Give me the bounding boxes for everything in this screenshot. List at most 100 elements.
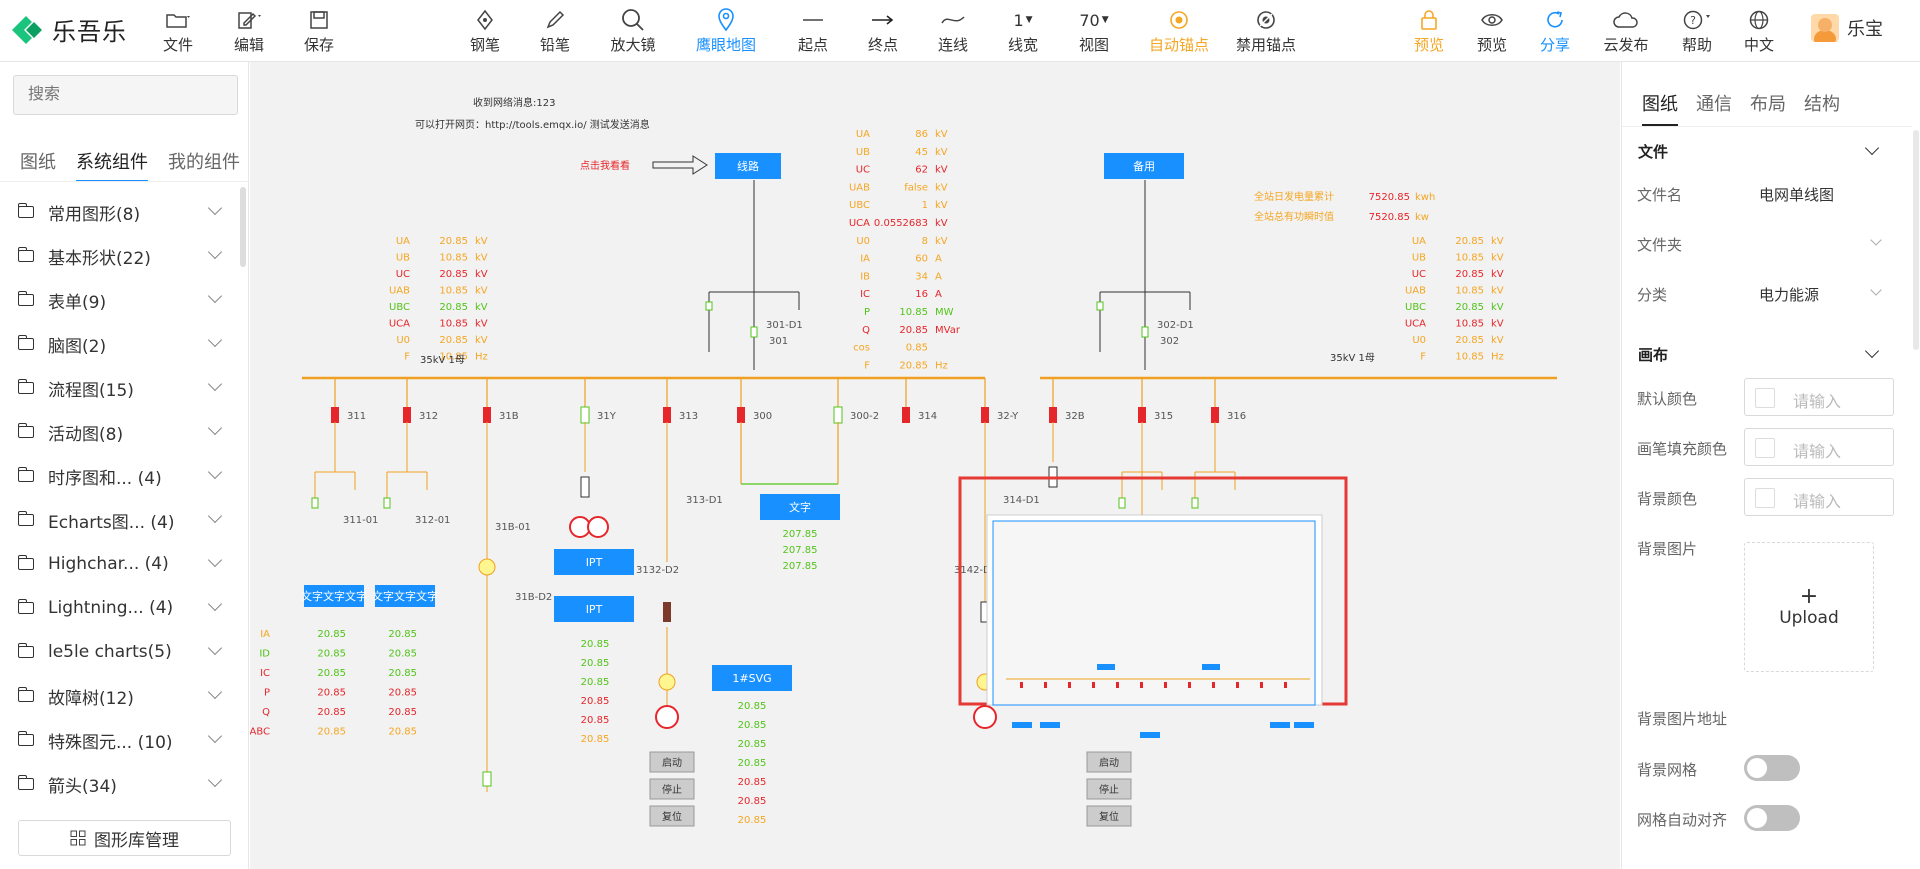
component-category[interactable]: 活动图(8) — [17, 420, 223, 445]
auto-anchor-toggle[interactable]: 自动锚点 — [1149, 8, 1209, 58]
grid-snap-switch[interactable] — [1744, 805, 1800, 831]
bg-image-upload[interactable]: + Upload — [1744, 542, 1874, 672]
view-select[interactable]: 70▼ 视图 — [1078, 10, 1109, 55]
preview-button[interactable]: 预览 — [1462, 8, 1522, 58]
category-dropdown-icon[interactable] — [1870, 284, 1882, 296]
control-button[interactable] — [1086, 751, 1132, 773]
component-category[interactable]: 基本形状(22) — [17, 244, 223, 269]
minimap-viewport[interactable] — [992, 520, 1316, 706]
connect-line-tool[interactable]: 连线 — [923, 8, 983, 58]
component-category[interactable]: Lightning... (4) — [17, 596, 223, 620]
control-label[interactable]: 启动 — [1099, 756, 1119, 769]
ipt-button-label[interactable]: IPT — [586, 556, 603, 569]
text-button-box[interactable] — [375, 585, 435, 607]
magnifier-tool[interactable]: 放大镜 — [603, 8, 663, 58]
control-button[interactable] — [1086, 778, 1132, 800]
ipt-button-box[interactable] — [554, 596, 634, 622]
folder-dropdown-icon[interactable] — [1870, 234, 1882, 246]
breaker[interactable] — [1211, 407, 1219, 423]
tab-layout[interactable]: 布局 — [1750, 94, 1786, 115]
chevron-down-icon[interactable] — [1864, 343, 1880, 359]
file-section-title[interactable]: 文件 — [1638, 143, 1669, 161]
bg-grid-switch[interactable] — [1744, 755, 1800, 781]
tab-drawings[interactable]: 图纸 — [20, 152, 56, 173]
search-input[interactable] — [13, 75, 238, 115]
color-swatch[interactable] — [1755, 438, 1775, 458]
component-category[interactable]: 故障树(12) — [17, 684, 223, 709]
breaker[interactable] — [331, 407, 339, 423]
control-label[interactable]: 启动 — [662, 756, 682, 769]
text-button-box[interactable] — [304, 585, 364, 607]
control-label[interactable]: 停止 — [662, 783, 682, 796]
file-menu[interactable]: 文件 — [148, 8, 208, 58]
category-value[interactable]: 电力能源 — [1759, 286, 1820, 304]
color-swatch[interactable] — [1755, 388, 1775, 408]
component-category[interactable]: Highchar... (4) — [17, 552, 223, 576]
component-category[interactable]: 时序图和... (4) — [17, 464, 223, 489]
file-name-value[interactable]: 电网单线图 — [1759, 186, 1835, 204]
component-category[interactable]: Echarts图... (4) — [17, 508, 223, 533]
component-category[interactable]: 箭头(34) — [17, 772, 223, 797]
breaker[interactable] — [737, 407, 745, 423]
component-category[interactable]: 流程图(15) — [17, 376, 223, 401]
user-menu[interactable]: 乐宝 — [1811, 14, 1883, 42]
default-color-input[interactable]: 请输入 — [1744, 378, 1894, 416]
tab-system-components[interactable]: 系统组件 — [76, 148, 148, 182]
cloud-publish-button[interactable]: 云发布 — [1596, 8, 1656, 58]
breaker[interactable] — [580, 406, 590, 424]
ipt-button-label[interactable]: IPT — [586, 603, 603, 616]
component-category[interactable]: 脑图(2) — [17, 332, 223, 357]
backup-button-label[interactable]: 备用 — [1133, 159, 1155, 173]
start-tool[interactable]: 起点 — [783, 8, 843, 58]
control-button[interactable] — [649, 778, 695, 800]
tab-drawing[interactable]: 图纸 — [1642, 90, 1678, 126]
wenzi-button-label[interactable]: 文字 — [789, 500, 811, 514]
control-label[interactable]: 停止 — [1099, 783, 1119, 796]
breaker[interactable] — [483, 407, 491, 423]
bg-color-input[interactable]: 请输入 — [1744, 478, 1894, 516]
app-logo[interactable]: 乐吾乐 — [10, 12, 127, 47]
breaker[interactable] — [981, 407, 989, 423]
ipt-button-box[interactable] — [554, 549, 634, 575]
text-button-label[interactable]: 文字文字文字 — [372, 589, 438, 603]
tab-structure[interactable]: 结构 — [1804, 94, 1840, 115]
wenzi-button-box[interactable] — [760, 494, 840, 520]
line-width-select[interactable]: 1▼ 线宽 — [1007, 10, 1038, 55]
component-category[interactable]: 表单(9) — [17, 288, 223, 313]
breaker[interactable] — [833, 406, 843, 424]
control-button[interactable] — [649, 805, 695, 827]
line-button-label[interactable]: 线路 — [737, 159, 759, 173]
line-button-box[interactable] — [715, 153, 781, 179]
control-button[interactable] — [649, 751, 695, 773]
color-swatch[interactable] — [1755, 488, 1775, 508]
preview-lock-button[interactable]: 预览 — [1399, 8, 1459, 58]
tab-my-components[interactable]: 我的组件 — [168, 152, 240, 173]
svg-button-label[interactable]: 1#SVG — [732, 672, 771, 685]
minimap-tool[interactable]: 鹰眼地图 — [696, 8, 756, 58]
sidebar-scrollbar[interactable] — [240, 187, 246, 267]
control-label[interactable]: 复位 — [662, 810, 682, 823]
breaker[interactable] — [403, 407, 411, 423]
disable-anchor-toggle[interactable]: 禁用锚点 — [1236, 8, 1296, 58]
component-category[interactable]: 常用图形(8) — [17, 200, 223, 225]
end-tool[interactable]: 终点 — [853, 8, 913, 58]
svg-button-box[interactable] — [712, 665, 792, 691]
library-manage-button[interactable]: 图形库管理 — [18, 820, 231, 856]
breaker[interactable] — [663, 407, 671, 423]
backup-button-box[interactable] — [1104, 153, 1184, 179]
canvas-section-title[interactable]: 画布 — [1638, 346, 1669, 364]
pen-tool[interactable]: 钢笔 — [455, 8, 515, 58]
share-button[interactable]: 分享 — [1525, 8, 1585, 58]
text-button-label[interactable]: 文字文字文字 — [301, 589, 367, 603]
language-menu[interactable]: 中文 — [1729, 8, 1789, 58]
component-category[interactable]: 特殊图元... (10) — [17, 728, 223, 753]
breaker[interactable] — [1138, 407, 1146, 423]
help-menu[interactable]: ? 帮助 — [1667, 8, 1727, 58]
pen-fill-color-input[interactable]: 请输入 — [1744, 428, 1894, 466]
control-button[interactable] — [1086, 805, 1132, 827]
component-category[interactable]: le5le charts(5) — [17, 640, 223, 664]
breaker[interactable] — [1049, 407, 1057, 423]
chevron-down-icon[interactable] — [1864, 140, 1880, 156]
